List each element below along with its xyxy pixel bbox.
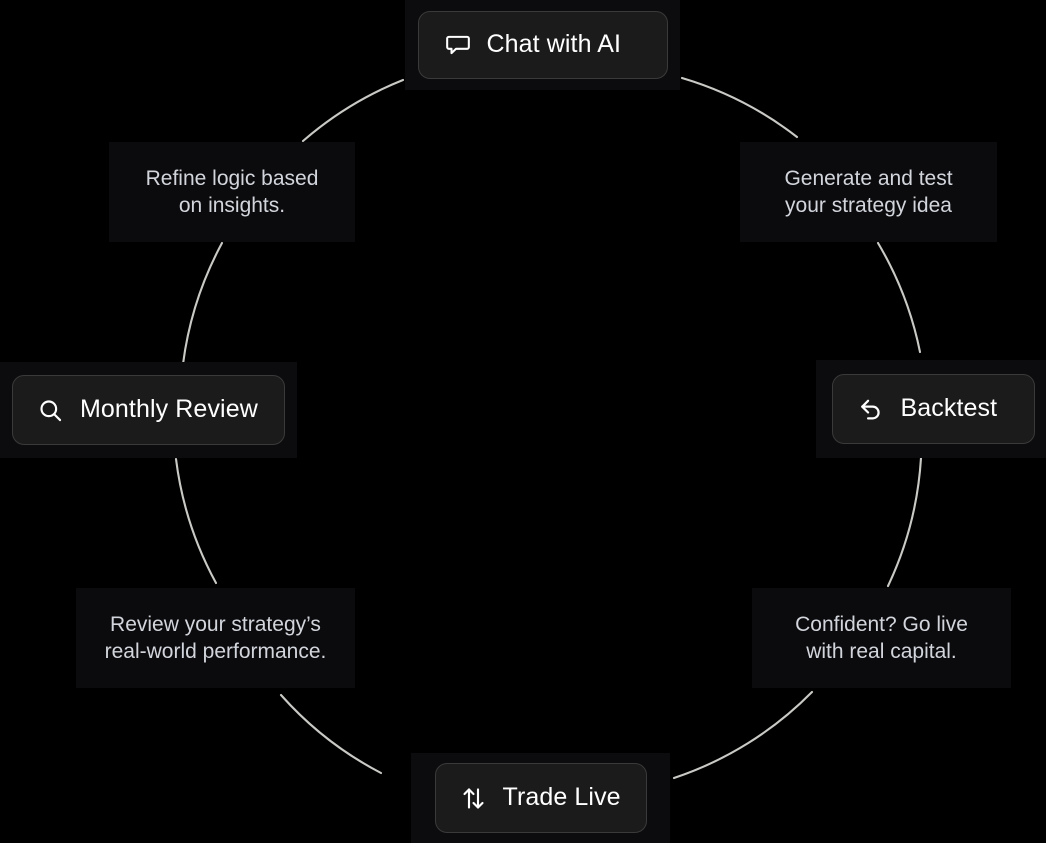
description-confident-go-live: Confident? Go live with real capital. [752, 588, 1011, 688]
node-trade-live[interactable]: Trade Live [411, 753, 670, 843]
arc-tradelive-to-review [279, 693, 383, 775]
description-line-2: with real capital. [806, 640, 957, 663]
trade-live-button[interactable]: Trade Live [434, 763, 647, 833]
node-chat-with-ai[interactable]: Chat with AI [405, 0, 680, 90]
monthly-review-button[interactable]: Monthly Review [12, 375, 285, 445]
chat-bubble-icon [445, 32, 471, 58]
description-line-1: Confident? Go live [795, 613, 968, 636]
node-backtest[interactable]: Backtest [816, 360, 1046, 458]
arc-refine-to-chat [301, 78, 405, 143]
search-icon [37, 397, 64, 424]
trade-live-label: Trade Live [502, 782, 621, 811]
arc-monthly-to-refine [181, 241, 224, 366]
backtest-button[interactable]: Backtest [831, 374, 1035, 444]
arc-confident-to-tradelive [672, 690, 814, 780]
arc-chat-to-generate [680, 76, 799, 139]
chat-with-ai-label: Chat with AI [486, 29, 622, 58]
arc-generate-to-backtest [876, 241, 922, 354]
backtest-label: Backtest [900, 393, 998, 422]
monthly-review-label: Monthly Review [80, 394, 258, 423]
description-line-2: on insights. [178, 194, 286, 217]
description-line-2: your strategy idea [785, 194, 952, 217]
description-line-1: Review your strategy’s [110, 613, 321, 636]
undo-arrow-icon [857, 395, 885, 423]
arc-review-to-monthly [174, 457, 218, 585]
description-generate-and-test: Generate and test your strategy idea [740, 142, 997, 242]
description-line-1: Refine logic based [145, 167, 319, 190]
arc-backtest-to-confident [886, 456, 923, 588]
description-review-performance: Review your strategy’s real-world perfor… [76, 588, 355, 688]
node-monthly-review[interactable]: Monthly Review [0, 362, 297, 458]
description-line-1: Generate and test [784, 167, 953, 190]
chat-with-ai-button[interactable]: Chat with AI [417, 11, 668, 79]
arrows-up-down-icon [460, 785, 487, 812]
description-line-2: real-world performance. [104, 640, 327, 663]
description-refine-logic: Refine logic based on insights. [109, 142, 355, 242]
